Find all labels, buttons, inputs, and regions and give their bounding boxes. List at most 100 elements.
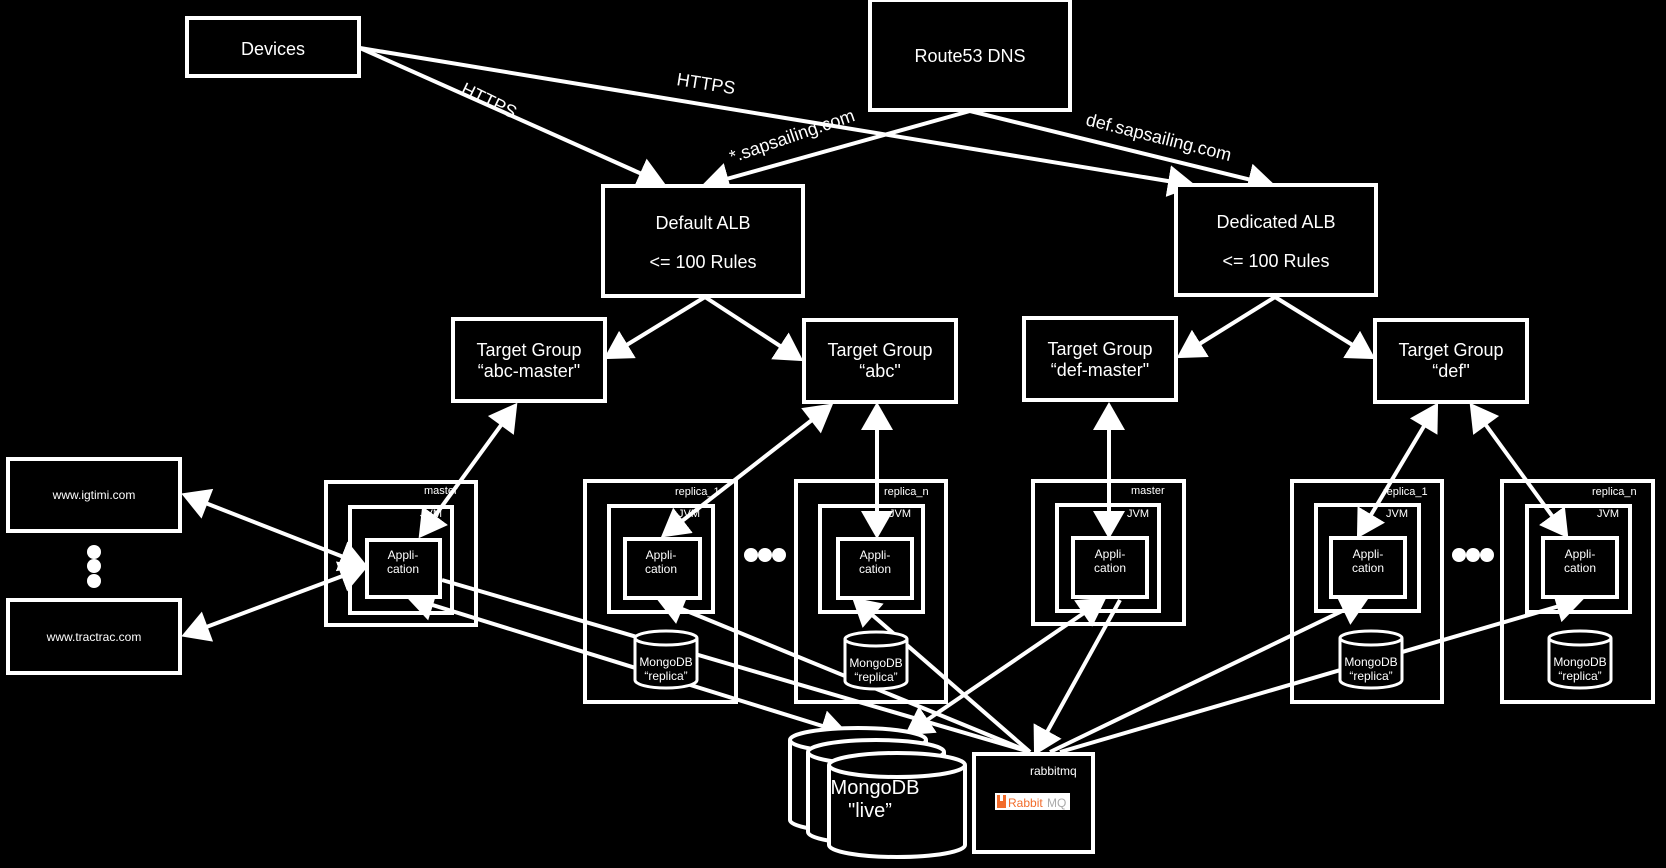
svg-text:“replica”: “replica” xyxy=(1349,669,1392,683)
default-alb-rules: <= 100 Rules xyxy=(649,252,756,272)
edge-label-https-default: HTTPS xyxy=(458,79,520,123)
mongodb-live-cluster[interactable]: MongoDB "live” xyxy=(788,726,967,859)
edge-label-dns-default: *.sapsailing.com xyxy=(727,105,857,167)
instance-abc-replica-n[interactable]: replica_n JVM Appli- cation MongoDB “rep… xyxy=(794,479,948,704)
edge-devices-default-alb xyxy=(359,46,666,188)
tg-abc-name: “abc" xyxy=(859,361,900,381)
tg-abc-master-title: Target Group xyxy=(476,340,581,360)
tg-abc-master-node[interactable]: Target Group “abc-master" xyxy=(451,317,607,403)
jvm-label: JVM xyxy=(420,508,442,520)
tg-def-master-name: “def-master" xyxy=(1051,360,1149,380)
edge-def-replica1-rabbitmq xyxy=(1049,596,1369,754)
mongodb-live-label-1: MongoDB xyxy=(831,777,920,799)
jvm-label: JVM xyxy=(1597,508,1619,520)
edge-tractrac-abc-master xyxy=(181,561,368,642)
rabbitmq-node[interactable]: rabbitmq Rabbit MQ xyxy=(972,752,1095,854)
vertical-ellipsis-icon xyxy=(87,545,101,588)
edge-dns-default-alb xyxy=(701,109,971,194)
svg-text:Rabbit: Rabbit xyxy=(1008,796,1043,810)
app-label-2: cation xyxy=(859,562,891,576)
igtimi-node[interactable]: www.igtimi.com xyxy=(6,457,182,533)
svg-text:“replica”: “replica” xyxy=(644,669,687,683)
tg-def-node[interactable]: Target Group “def" xyxy=(1373,318,1529,404)
instance-abc-replica-1[interactable]: replica_1 JVM Appli- cation MongoDB “rep… xyxy=(583,479,738,704)
tg-abc-title: Target Group xyxy=(827,340,932,360)
app-label-2: cation xyxy=(1352,561,1384,575)
tg-def-title: Target Group xyxy=(1398,340,1503,360)
default-alb-node[interactable]: Default ALB <= 100 Rules xyxy=(601,184,805,298)
mongodb-replica-cylinder: MongoDB “replica” xyxy=(1547,629,1613,690)
jvm-label: JVM xyxy=(1386,508,1408,520)
edge-dedicated-alb-tg-def xyxy=(1273,295,1376,360)
svg-text:“replica”: “replica” xyxy=(1558,669,1601,683)
rabbitmq-label: rabbitmq xyxy=(1030,764,1077,778)
tg-def-name: “def" xyxy=(1432,361,1469,381)
instance-abc-master[interactable]: master JVM Appli- cation xyxy=(324,480,478,627)
app-label-2: cation xyxy=(1564,561,1596,575)
edge-def-replican-rabbitmq xyxy=(1059,591,1584,754)
tractrac-node[interactable]: www.tractrac.com xyxy=(6,598,182,675)
app-label-1: Appli- xyxy=(1095,547,1126,561)
tractrac-label: www.tractrac.com xyxy=(46,630,142,644)
instance-label: master xyxy=(424,485,458,497)
mongodb-replica-cylinder: MongoDB “replica” xyxy=(1338,629,1404,690)
jvm-label: JVM xyxy=(889,508,911,520)
jvm-label: JVM xyxy=(1127,508,1149,520)
edge-dns-dedicated-alb xyxy=(969,109,1276,195)
edge-tg-def-replica1-app xyxy=(1356,402,1439,539)
instance-label: replica_1 xyxy=(1383,486,1428,498)
tg-def-master-title: Target Group xyxy=(1047,339,1152,359)
instance-label: master xyxy=(1131,485,1165,497)
instance-label: replica_1 xyxy=(675,486,720,498)
edge-abc-master-mongodb-live xyxy=(406,589,849,742)
edge-devices-dedicated-alb xyxy=(359,46,1196,197)
rabbitmq-logo-icon: Rabbit MQ xyxy=(995,793,1070,810)
instance-def-replica-1[interactable]: replica_1 JVM Appli- cation MongoDB “rep… xyxy=(1290,479,1444,704)
svg-text:MongoDB: MongoDB xyxy=(1344,655,1397,669)
tg-def-master-node[interactable]: Target Group “def-master" xyxy=(1022,316,1178,402)
edge-default-alb-tg-abc xyxy=(703,295,804,362)
edge-def-master-mongodb-live xyxy=(904,597,1107,736)
tg-abc-master-name: “abc-master" xyxy=(478,361,580,381)
svg-text:MQ: MQ xyxy=(1047,796,1066,810)
edge-igtimi-abc-master xyxy=(181,488,368,572)
edge-tg-def-replican-app xyxy=(1469,402,1569,539)
edge-tg-abc-replica1-app xyxy=(660,403,834,538)
instance-def-replica-n[interactable]: replica_n JVM Appli- cation MongoDB “rep… xyxy=(1500,479,1655,704)
mongodb-replica-cylinder: MongoDB “replica” xyxy=(633,629,699,690)
svg-text:MongoDB: MongoDB xyxy=(639,655,692,669)
route53-label: Route53 DNS xyxy=(914,46,1025,66)
instance-def-master[interactable]: master JVM Appli- cation xyxy=(1031,479,1186,626)
dedicated-alb-title: Dedicated ALB xyxy=(1216,212,1335,232)
dedicated-alb-node[interactable]: Dedicated ALB <= 100 Rules xyxy=(1174,183,1378,297)
tg-abc-node[interactable]: Target Group “abc" xyxy=(802,318,958,404)
app-label-2: cation xyxy=(1094,561,1126,575)
default-alb-title: Default ALB xyxy=(655,213,750,233)
instance-label: replica_n xyxy=(1592,486,1637,498)
route53-node[interactable]: Route53 DNS xyxy=(868,0,1072,112)
instance-label: replica_n xyxy=(884,486,929,498)
app-label-1: Appli- xyxy=(1565,547,1596,561)
app-label-2: cation xyxy=(645,562,677,576)
edge-tg-abc-master-app xyxy=(418,402,518,539)
svg-text:MongoDB: MongoDB xyxy=(1553,655,1606,669)
edge-dedicated-alb-tg-def-master xyxy=(1176,295,1277,359)
app-label-1: Appli- xyxy=(860,548,891,562)
devices-label: Devices xyxy=(241,39,305,59)
app-label-2: cation xyxy=(387,562,419,576)
horizontal-ellipsis-icon xyxy=(1452,548,1494,562)
svg-text:“replica”: “replica” xyxy=(854,670,897,684)
igtimi-label: www.igtimi.com xyxy=(52,488,136,502)
dedicated-alb-rules: <= 100 Rules xyxy=(1222,251,1329,271)
devices-node[interactable]: Devices xyxy=(185,16,361,78)
jvm-label: JVM xyxy=(678,508,700,520)
svg-text:MongoDB: MongoDB xyxy=(849,656,902,670)
edge-label-https-dedicated: HTTPS xyxy=(675,69,736,98)
app-label-1: Appli- xyxy=(388,548,419,562)
mongodb-live-label-2: "live” xyxy=(848,800,892,822)
horizontal-ellipsis-icon xyxy=(744,548,786,562)
app-label-1: Appli- xyxy=(1353,547,1384,561)
mongodb-replica-cylinder: MongoDB “replica” xyxy=(843,630,909,691)
edge-default-alb-tg-abc-master xyxy=(603,295,707,360)
